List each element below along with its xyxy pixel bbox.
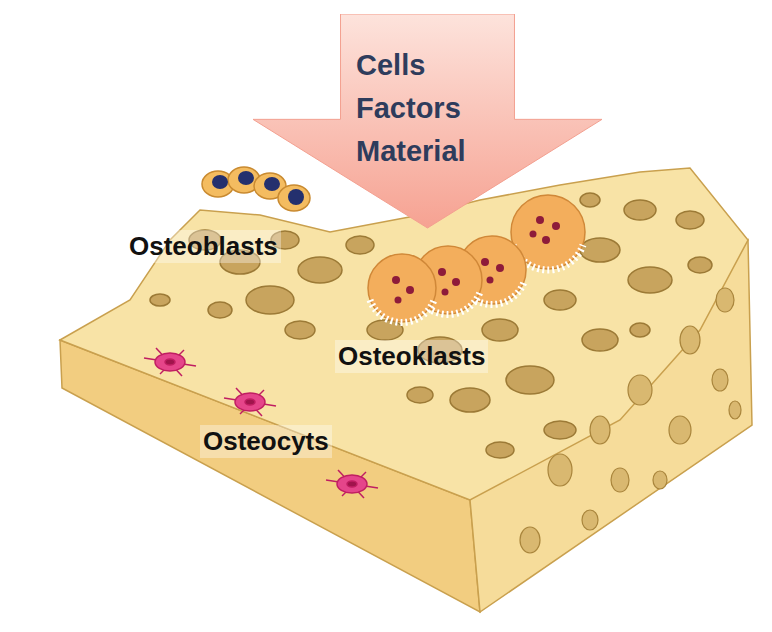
arrow-text: Cells Factors Material (356, 44, 466, 173)
cell-label: Osteoblasts (126, 230, 281, 263)
cell-label: Osteocyts (200, 425, 332, 458)
input-arrow: Cells Factors Material (250, 14, 605, 229)
cell-label: Osteoklasts (335, 340, 488, 373)
